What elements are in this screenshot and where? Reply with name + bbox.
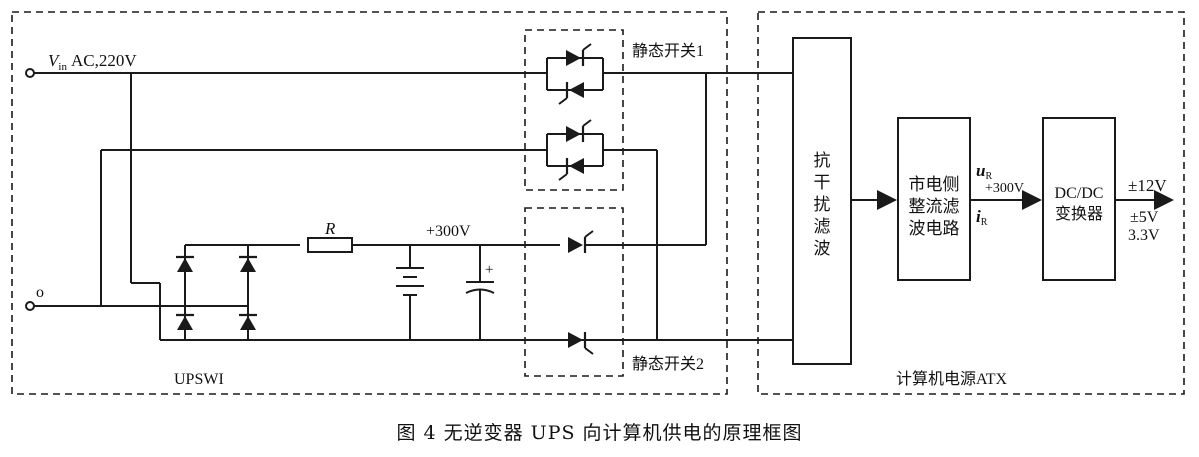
- thyristor-4: [568, 332, 594, 355]
- ups-boundary: [11, 11, 728, 395]
- svg-text:滤: 滤: [814, 217, 831, 236]
- svg-text:波: 波: [814, 239, 831, 258]
- svg-text:扰: 扰: [814, 195, 831, 214]
- resistor: [307, 237, 353, 253]
- output-12v-label: ±12V: [1128, 176, 1167, 195]
- svg-text:整流滤: 整流滤: [909, 197, 960, 216]
- ir-label: iR: [976, 207, 988, 228]
- bridge-rectifier: [146, 244, 657, 341]
- dcdc-block-text: DC/DC 变换器: [1055, 185, 1104, 223]
- static-switch-2-box: [524, 207, 624, 377]
- resistor-label: R: [324, 219, 336, 238]
- output-5v-label: ±5V: [1130, 209, 1159, 226]
- dcdc-converter-block: [1042, 117, 1116, 281]
- mains-rectifier-block: [897, 117, 971, 281]
- thyristor-pair-2: [546, 119, 604, 181]
- input-terminal-live: [25, 68, 35, 78]
- figure-caption: 图 4 无逆变器 UPS 向计算机供电的原理框图: [396, 422, 803, 444]
- output-33v-label: 3.3V: [1128, 227, 1160, 244]
- svg-text:DC/DC: DC/DC: [1055, 185, 1104, 202]
- dc-bus-voltage-label: +300V: [426, 223, 471, 240]
- battery: [396, 245, 424, 340]
- atx-boundary: [757, 11, 1185, 395]
- filter-block-text: 抗 干 扰 滤 波: [814, 151, 831, 258]
- static-switch-1-label: 静态开关1: [632, 42, 704, 60]
- svg-text:干: 干: [814, 173, 831, 192]
- static-switch-1-box: [524, 29, 624, 191]
- emi-filter-block: [792, 37, 852, 365]
- ups-label: UPSWI: [174, 371, 224, 388]
- svg-text:波电路: 波电路: [909, 219, 960, 238]
- input-terminal-neutral: [25, 301, 35, 311]
- thyristor-pair-1: [546, 43, 604, 105]
- capacitor: [465, 245, 495, 340]
- neutral-label: o: [36, 284, 44, 301]
- static-switch-2-label: 静态开关2: [632, 355, 704, 373]
- rectifier-block-text: 市电侧 整流滤 波电路: [909, 175, 960, 238]
- svg-text:抗: 抗: [814, 151, 831, 170]
- ur-label: uR: [976, 161, 992, 182]
- atx-label: 计算机电源ATX: [896, 369, 1008, 388]
- svg-text:变换器: 变换器: [1055, 205, 1103, 223]
- mid-voltage-label: +300V: [985, 181, 1024, 196]
- thyristor-3: [568, 230, 594, 253]
- svg-text:市电侧: 市电侧: [909, 175, 960, 194]
- capacitor-polarity: +: [485, 262, 493, 278]
